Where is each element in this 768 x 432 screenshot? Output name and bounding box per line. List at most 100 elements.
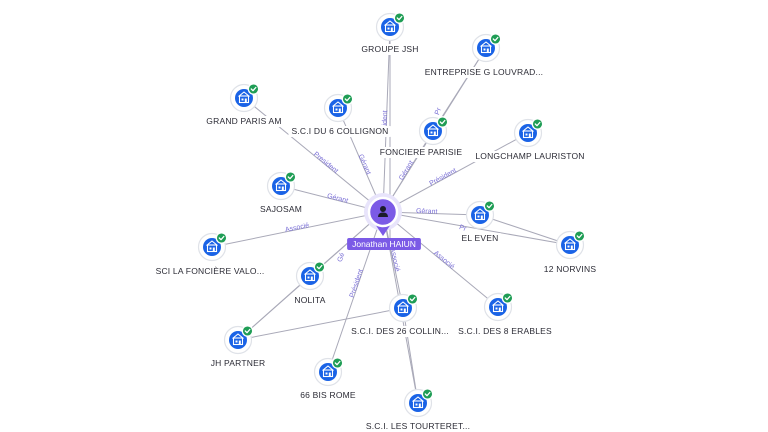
label-background	[358, 44, 422, 55]
company-node-sci-du-6-collignon[interactable]: S.C.I DU 6 COLLIGNON	[288, 93, 392, 137]
company-node-fonciere-parisie[interactable]: FONCIERE PARISIE	[376, 116, 466, 158]
company-node-entreprise-g-louvrad[interactable]: ENTREPRISE G LOUVRAD...	[421, 33, 547, 78]
verified-check-icon	[489, 33, 502, 45]
company-node-nolita[interactable]: NOLITA	[291, 261, 329, 306]
graph-edge	[479, 214, 571, 246]
label-background	[455, 326, 555, 337]
graph-edge-sci-la-fonciere-valo	[211, 211, 384, 248]
company-node-sajosam[interactable]: SAJOSAM	[256, 171, 306, 215]
label-background	[297, 390, 359, 401]
building-icon	[332, 101, 344, 114]
building-icon	[397, 301, 409, 314]
label-background	[207, 358, 269, 369]
company-name-label[interactable]: ENTREPRISE G LOUVRAD...	[425, 67, 543, 77]
verified-check-icon	[341, 93, 354, 105]
company-name-label[interactable]: S.C.I. DES 8 ERABLES	[458, 326, 552, 336]
company-node-jh-partner[interactable]: JH PARTNER	[207, 325, 269, 369]
verified-check-icon	[436, 116, 449, 128]
graph-edge-sci-des-8-erables	[382, 211, 499, 308]
edge-role-label: Gérant	[357, 153, 372, 175]
company-name-label[interactable]: S.C.I. LES TOURTERET...	[366, 421, 470, 431]
edge-role-label: Gérant	[398, 160, 415, 182]
company-node-longchamp-lauriston[interactable]: LONGCHAMP LAURISTON	[472, 118, 588, 162]
company-name-label[interactable]: FONCIERE PARISIE	[380, 147, 463, 157]
label-background	[152, 266, 268, 277]
company-node-12-norvins[interactable]: 12 NORVINS	[540, 230, 600, 275]
company-name-label[interactable]: LONGCHAMP LAURISTON	[475, 151, 584, 161]
label-background	[421, 67, 547, 78]
building-icon	[275, 179, 287, 192]
company-name-label[interactable]: GRAND PARIS AM	[206, 116, 281, 126]
building-icon	[206, 240, 218, 253]
company-name-label[interactable]: S.C.I. DES 26 COLLIN...	[351, 326, 449, 336]
edge-role-label: Associé	[432, 250, 455, 271]
verified-check-icon	[313, 261, 326, 273]
company-name-label[interactable]: NOLITA	[294, 295, 325, 305]
edge-role-label: ident	[382, 110, 390, 125]
company-node-groupe-jsh[interactable]: GROUPE JSH	[358, 12, 422, 55]
building-icon	[522, 126, 534, 139]
company-node-sci-les-tourteret[interactable]: S.C.I. LES TOURTERET...	[362, 388, 474, 432]
verified-check-icon	[284, 171, 297, 183]
verified-check-icon	[215, 232, 228, 244]
company-name-label[interactable]: JH PARTNER	[211, 358, 266, 368]
edge-role-label: Gé	[337, 252, 347, 263]
label-background	[203, 116, 285, 127]
edge-role-label: Associé	[284, 222, 310, 234]
verified-check-icon	[421, 388, 434, 400]
verified-check-icon	[531, 118, 544, 130]
edge-role-label: Président	[429, 167, 458, 187]
label-background	[256, 204, 306, 215]
company-name-label[interactable]: SCI LA FONCIÈRE VALO...	[156, 266, 265, 276]
company-node-grand-paris-am[interactable]: GRAND PARIS AM	[203, 83, 285, 127]
label-background	[291, 295, 329, 306]
verified-check-icon	[241, 325, 254, 337]
building-icon	[564, 238, 576, 251]
label-background	[458, 233, 502, 244]
edge-role-label: Pr	[434, 106, 443, 116]
building-icon	[322, 365, 334, 378]
label-background	[288, 126, 392, 137]
person-icon	[378, 206, 388, 217]
company-name-label[interactable]: GROUPE JSH	[361, 44, 418, 54]
label-background	[376, 147, 466, 158]
building-icon	[474, 208, 486, 221]
edge-role-label: Président	[349, 268, 365, 298]
edge-role-label: Gérant	[416, 208, 438, 216]
building-icon	[492, 300, 504, 313]
company-node-66-bis-rome[interactable]: 66 BIS ROME	[297, 357, 359, 401]
company-name-label[interactable]: 66 BIS ROME	[300, 390, 356, 400]
company-node-sci-des-26-collin[interactable]: S.C.I. DES 26 COLLIN...	[348, 293, 452, 337]
company-node-sci-la-fonciere-valo[interactable]: SCI LA FONCIÈRE VALO...	[152, 232, 268, 277]
building-icon	[412, 396, 424, 409]
verified-check-icon	[331, 357, 344, 369]
company-name-label[interactable]: S.C.I DU 6 COLLIGNON	[291, 126, 388, 136]
building-icon	[480, 41, 492, 54]
label-background	[540, 264, 600, 275]
verified-check-icon	[501, 292, 514, 304]
company-node-sci-des-8-erables[interactable]: S.C.I. DES 8 ERABLES	[455, 292, 555, 337]
person-name-label[interactable]: Jonathan HAIUN	[352, 239, 416, 249]
building-icon	[238, 91, 250, 104]
verified-check-icon	[573, 230, 586, 242]
verified-check-icon	[247, 83, 260, 95]
graph-edge-longchamp-lauriston	[382, 132, 529, 213]
company-node-el-even[interactable]: EL EVEN	[458, 200, 502, 244]
building-icon	[384, 20, 396, 33]
edge-role-label: Pr	[458, 224, 468, 233]
graph-edge	[237, 307, 404, 341]
verified-check-icon	[393, 12, 406, 24]
label-background	[472, 151, 588, 162]
person-node[interactable]: Jonathan HAIUN	[347, 193, 421, 250]
label-background	[362, 421, 474, 432]
verified-check-icon	[406, 293, 419, 305]
person-label-background	[347, 238, 421, 250]
company-name-label[interactable]: SAJOSAM	[260, 204, 302, 214]
company-name-label[interactable]: 12 NORVINS	[544, 264, 597, 274]
verified-check-icon	[483, 200, 496, 212]
edge-role-label: Gérant	[326, 193, 349, 205]
company-name-label[interactable]: EL EVEN	[462, 233, 499, 243]
building-icon	[232, 333, 244, 346]
label-background	[348, 326, 452, 337]
